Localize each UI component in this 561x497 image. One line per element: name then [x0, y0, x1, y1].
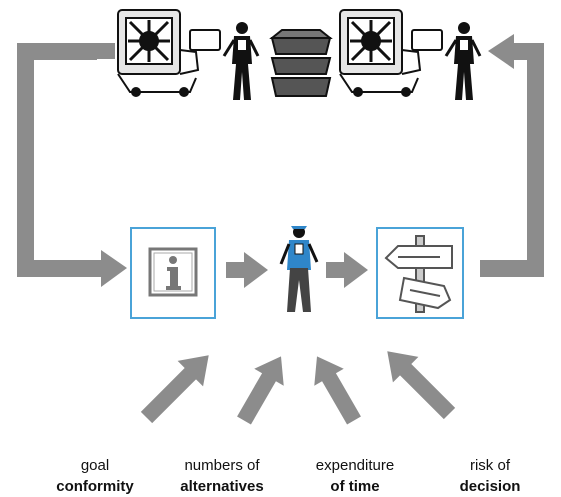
- signpost-icon: [384, 235, 453, 313]
- machine-icon: [339, 9, 443, 97]
- factor-line-1: goal: [80, 457, 110, 474]
- influence-arrow-goal-conformity: [140, 355, 209, 424]
- crate-stack-icon: [269, 29, 333, 97]
- worker-icon: [279, 226, 319, 312]
- information-icon: [148, 247, 198, 297]
- factor-label-goal-conformity: goal conformity: [40, 455, 150, 497]
- worker-icon: [444, 22, 482, 100]
- arrow-info-to-decider: [226, 252, 268, 288]
- information-box: [130, 227, 216, 319]
- factor-label-numbers-of-alternatives: numbers of alternatives: [164, 455, 280, 497]
- factor-line-1: expenditure: [315, 457, 395, 474]
- feedback-loop-left: [17, 43, 127, 287]
- factor-line-2: alternatives: [180, 478, 264, 495]
- machine-icon: [117, 9, 221, 97]
- signpost-box: [376, 227, 464, 319]
- factor-line-1: numbers of: [184, 457, 260, 474]
- influence-arrow-numbers-of-alternatives: [237, 356, 284, 425]
- factor-line-2: of time: [330, 478, 380, 495]
- factor-line-1: risk of: [469, 457, 510, 474]
- factor-label-expenditure-of-time: expenditure of time: [300, 455, 410, 497]
- worker-icon: [222, 22, 260, 100]
- factor-line-2: decision: [459, 478, 521, 495]
- arrow-decider-to-signpost: [326, 252, 368, 288]
- factor-label-risk-of-decision: risk of decision: [440, 455, 540, 497]
- factor-line-2: conformity: [56, 478, 134, 495]
- influence-arrow-expenditure-of-time: [314, 356, 361, 425]
- feedback-loop-right: [480, 34, 544, 277]
- influence-arrow-risk-of-decision: [387, 351, 456, 420]
